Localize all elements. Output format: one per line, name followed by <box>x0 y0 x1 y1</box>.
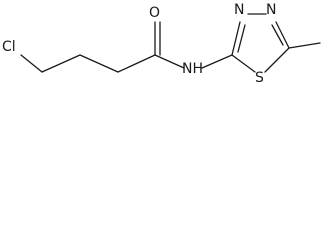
bond-ring-methyl <box>288 42 321 49</box>
ring-bond-c2-s <box>231 54 256 73</box>
bond-cl-c1 <box>20 54 43 73</box>
bond-nh-ring-carbon <box>201 54 233 69</box>
bond-carbonyl-nh <box>154 54 185 69</box>
bond-layer <box>20 13 321 73</box>
sulfur-atom-label: S <box>255 70 264 86</box>
chlorine-atom-label: Cl <box>2 39 16 55</box>
bond-c1-c2 <box>41 54 81 73</box>
thiadiazole-nitrogen-right-label: N <box>266 2 276 18</box>
ring-bond-c5-n4-2 <box>271 24 284 46</box>
oxygen-atom-label: O <box>149 5 160 21</box>
ring-bond-n3-c2-1 <box>231 21 241 56</box>
thiadiazole-nitrogen-left-label: N <box>234 2 244 18</box>
amide-nitrogen-label: NH <box>182 61 203 77</box>
atom-label-layer: Cl O NH N N S <box>2 2 276 86</box>
bond-c3-carbonyl <box>117 54 156 73</box>
bond-c2-c3 <box>79 54 119 73</box>
chemical-structure-diagram: Cl O NH N N S <box>2 2 321 86</box>
ring-bond-n3-c2-2 <box>237 24 246 53</box>
ring-bond-c5-n4-1 <box>275 21 290 49</box>
ring-bond-s-c5 <box>264 47 290 73</box>
